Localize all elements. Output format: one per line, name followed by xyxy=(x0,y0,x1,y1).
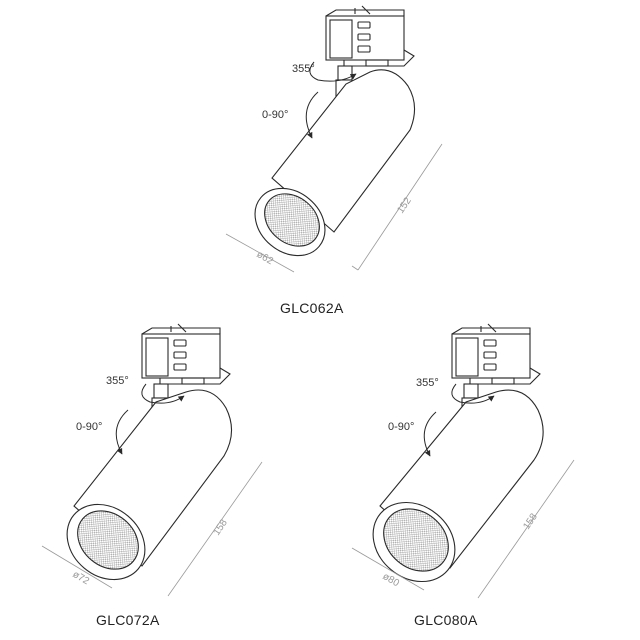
annotations-glc072a xyxy=(41,383,263,597)
diameter-dim-glc072a: ø72 xyxy=(71,569,92,587)
rotation-label-glc072a: 355° xyxy=(106,375,129,387)
model-label-glc080a: GLC080A xyxy=(414,612,478,628)
length-dim-glc062a: 152 xyxy=(395,195,414,215)
length-dim-glc080a: 158 xyxy=(521,511,540,531)
length-dim-glc072a: 158 xyxy=(211,517,230,537)
annotations-glc062a xyxy=(225,61,443,273)
lamp-body xyxy=(254,69,416,257)
rotation-label-glc080a: 355° xyxy=(416,377,439,389)
rotation-label-glc062a: 355° xyxy=(292,63,315,75)
tilt-label-glc080a: 0-90° xyxy=(388,421,414,433)
lamp-body xyxy=(372,389,544,583)
diameter-dim-glc062a: ø62 xyxy=(255,249,276,267)
track-adapter xyxy=(451,323,541,385)
lamp-body xyxy=(66,389,233,581)
fixture-glc062a xyxy=(254,5,416,257)
track-adapter xyxy=(325,5,415,67)
model-label-glc062a: GLC062A xyxy=(280,300,344,316)
model-label-glc072a: GLC072A xyxy=(96,612,160,628)
fixture-glc080a xyxy=(372,323,544,583)
track-adapter xyxy=(141,323,231,385)
tilt-label-glc072a: 0-90° xyxy=(76,421,102,433)
tilt-label-glc062a: 0-90° xyxy=(262,109,288,121)
fixture-glc072a xyxy=(66,323,233,581)
annotations-glc080a xyxy=(351,383,575,599)
